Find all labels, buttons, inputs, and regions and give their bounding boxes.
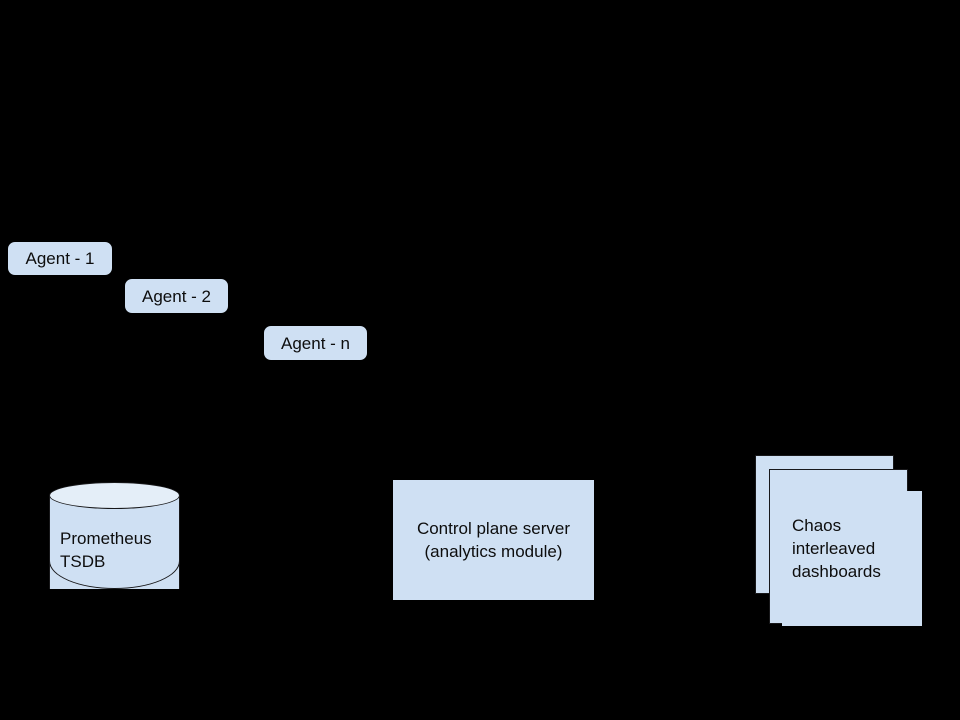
cylinder-top-cap [49,482,180,509]
dashboard-card-front[interactable]: Chaos interleaved dashboards [782,491,922,626]
node-chaos-interleaved-dashboards-label: Chaos interleaved dashboards [792,516,881,581]
node-agent-n[interactable]: Agent - n [264,326,367,360]
node-control-plane-server[interactable]: Control plane server (analytics module) [393,480,594,600]
node-agent-2[interactable]: Agent - 2 [125,279,228,313]
node-chaos-interleaved-dashboards[interactable]: Chaos interleaved dashboards [751,453,931,633]
node-agent-n-label: Agent - n [281,333,350,353]
node-agent-1[interactable]: Agent - 1 [8,242,112,275]
node-agent-1-label: Agent - 1 [25,249,95,268]
connector-control-plane-to-dashboards [595,537,753,538]
node-prometheus-tsdb[interactable]: Prometheus TSDB [49,482,180,602]
node-agent-2-label: Agent - 2 [142,286,211,306]
node-prometheus-tsdb-label: Prometheus TSDB [60,529,152,571]
node-control-plane-server-label: Control plane server (analytics module) [416,519,571,561]
